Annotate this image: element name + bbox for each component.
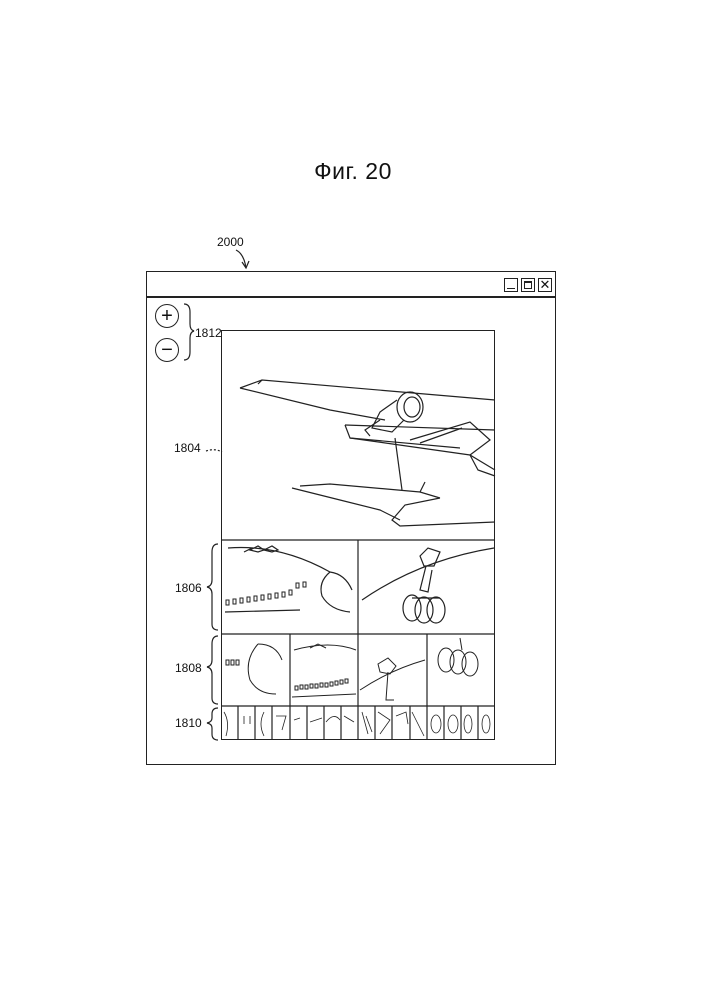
landing-gear-drawing [362,548,494,623]
row-2-brace [207,636,218,704]
row-3-brace [207,708,218,740]
fuselage-windows [226,582,306,605]
aircraft-wing-drawing [240,380,495,526]
main-view-leader-line [206,450,222,452]
thumbnail-drawings [226,638,478,700]
row-1-brace [207,544,218,630]
tiny-thumbnail-drawings [224,712,490,736]
fuselage-drawing [225,546,352,612]
zoom-brace [184,304,194,360]
